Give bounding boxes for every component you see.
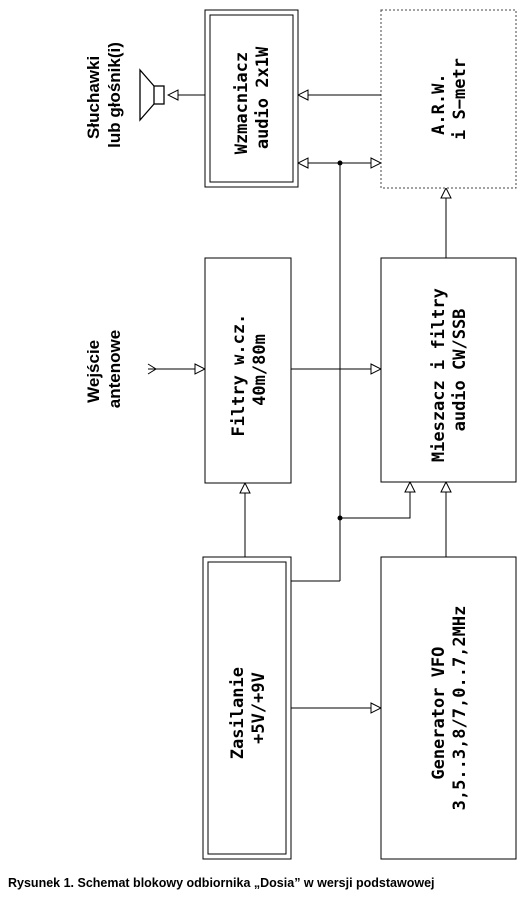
power-label: Zasilanie +5V/+9V	[228, 657, 269, 759]
filters-label: Filtry w.cz. 40m/80m	[229, 303, 270, 436]
headphones-label: Słuchawki lub głośnik(i)	[84, 42, 124, 148]
bus-to-mixer	[340, 482, 410, 519]
agc-label: A.R.W. i S−metr	[429, 58, 470, 140]
amplifier-label: Wzmacniacz audio 2x1W	[232, 42, 273, 155]
vfo-label: Generator VFO 3,5..3,8/7,0..7,2MHz	[429, 606, 470, 811]
antenna-label: Wejście antenowe	[84, 330, 124, 408]
junction-dot	[337, 160, 343, 166]
speaker-icon	[139, 68, 165, 122]
mixer-block	[380, 257, 517, 483]
junction-dot	[337, 515, 343, 521]
connections	[148, 95, 446, 708]
power-block	[202, 556, 292, 860]
figure-caption: Rysunek 1. Schemat blokowy odbiornika „D…	[8, 876, 435, 890]
agc-block	[380, 9, 517, 189]
filters-block	[204, 257, 292, 484]
amplifier-block	[204, 9, 299, 188]
antenna-icon	[147, 363, 157, 375]
vfo-block	[380, 556, 517, 860]
mixer-label: Mieszacz i filtry audio CW/SSB	[429, 278, 470, 462]
block-diagram: Wzmacniacz audio 2x1W A.R.W. i S−metr Fi…	[84, 9, 517, 860]
